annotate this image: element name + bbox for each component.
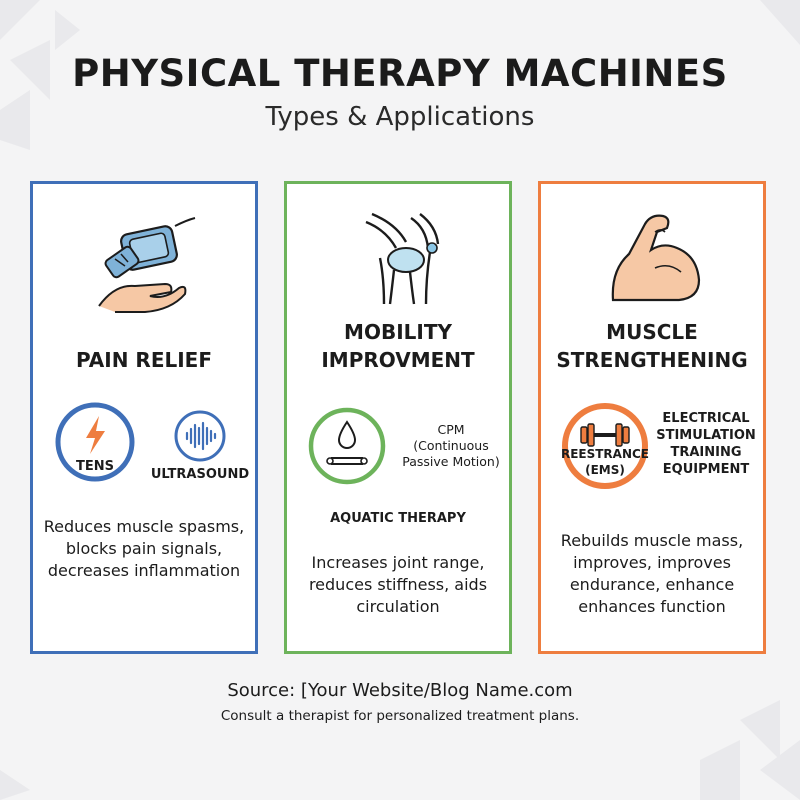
description-line: Reduces muscle spasms, [43,517,245,536]
card-title-line: IMPROVMENT [321,348,475,372]
card-title: PAIN RELIEF [33,346,255,374]
description-line: circulation [356,597,440,616]
description-line: Rebuilds muscle mass, [560,531,744,550]
card-title-line: MUSCLE [606,320,698,344]
description-line: decreases inflammation [47,561,241,580]
device-label-cpm: CPM (Continuous Passive Motion) [391,422,511,470]
card-description: Increases joint range, reduces stiffness… [287,552,509,618]
card-title: MOBILITY IMPROVMENT [287,318,509,374]
card-mobility-improvement: MOBILITY IMPROVMENT CPM (Continuous Pass… [284,181,512,654]
device-label-line: Passive Motion) [402,454,500,469]
lightning-bolt-icon [55,402,135,482]
description-line: reduces stiffness, aids [308,575,488,594]
device-label-ultrasound: ULTRASOUND [150,467,250,482]
description-line: endurance, enhance [569,575,735,594]
page-title: PHYSICAL THERAPY MACHINES [72,52,728,95]
description-line: enhances function [578,597,726,616]
device-label-line: REESTRANCE [560,447,650,461]
device-label-line: CPM [437,422,465,437]
device-label-line: ELECTRICAL [662,411,750,426]
device-label-tens: TENS [76,459,114,474]
device-label-line: (EMS) [585,463,625,477]
card-title-line: PAIN RELIEF [75,348,212,372]
page-subtitle: Types & Applications [265,102,535,132]
knee-joint-icon [365,212,440,305]
description-line: Increases joint range, [311,553,485,572]
description-line: blocks pain signals, [65,539,223,558]
disclaimer-note: Consult a therapist for personalized tre… [220,708,580,724]
device-label-line: (Continuous [413,438,489,453]
description-line: improves, improves [573,553,731,572]
card-muscle-strengthening: MUSCLE STRENGTHENING REESTRANCE (EMS) EL… [538,181,766,654]
card-description: Reduces muscle spasms, blocks pain signa… [33,516,255,582]
device-label-aquatic-therapy: AQUATIC THERAPY [330,511,466,526]
device-label-electrical-stimulation: ELECTRICAL STIMULATION TRAINING EQUIPMEN… [651,410,761,478]
flexed-arm-icon [611,214,701,302]
card-pain-relief: PAIN RELIEF TENS ULTRASOUND Reduces musc… [30,181,258,654]
device-label-line: STIMULATION [656,428,756,443]
water-drop-motion-icon [308,407,386,485]
source-text: Source: [Your Website/Blog Name.com [227,680,573,701]
hand-holding-tens-device-icon [98,217,196,313]
device-label-line: TRAINING [670,445,742,460]
card-title: MUSCLE STRENGTHENING [541,318,763,374]
card-title-line: STRENGTHENING [556,348,748,372]
card-title-line: MOBILITY [344,320,452,344]
dumbbell-icon [562,403,648,489]
device-label-line: EQUIPMENT [662,462,750,477]
device-label-ems: REESTRANCE (EMS) [555,446,655,478]
sound-wave-icon [174,410,226,462]
card-description: Rebuilds muscle mass, improves, improves… [541,530,763,618]
